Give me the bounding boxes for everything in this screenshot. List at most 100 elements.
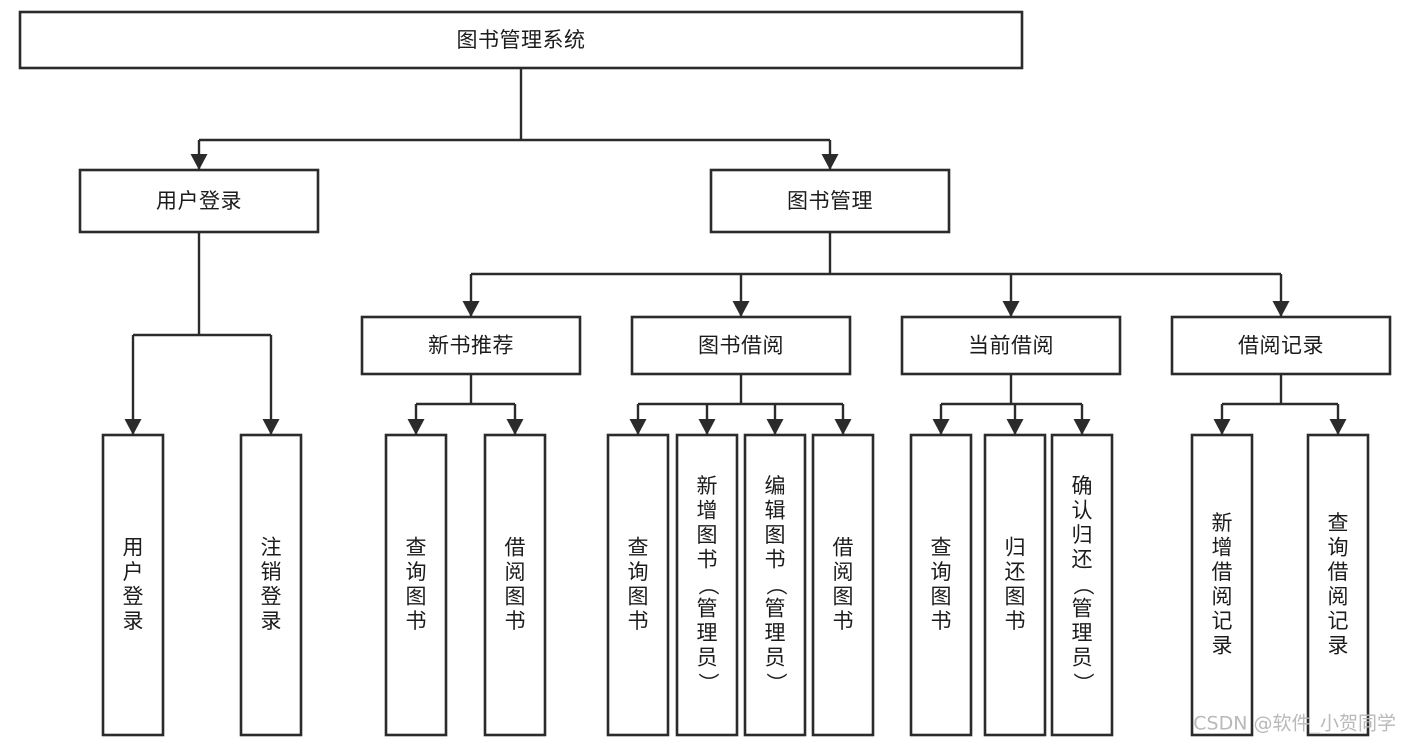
node-book-management-system[interactable]: 图书管理系统 — [18, 10, 1024, 70]
leaf-query-book-1-box[interactable] — [384, 433, 448, 737]
leaf-add-record-char: 记 — [1212, 609, 1233, 633]
leaf-query-book-3-box[interactable] — [909, 433, 973, 737]
leaf-borrow-book-2-char: 阅 — [833, 560, 854, 584]
leaf-query-book-2-char: 查 — [628, 535, 649, 559]
leaf-edit-book-char: 辑 — [765, 499, 786, 523]
leaf-confirm-return-box[interactable] — [1050, 433, 1114, 737]
leaf-borrow-book-2-box[interactable] — [811, 433, 875, 737]
leaf-add-book-char: 新 — [697, 474, 718, 498]
leaf-add-book-char: ） — [696, 673, 720, 694]
node-new-book-recommend-box[interactable] — [360, 315, 582, 376]
node-current-borrow-box[interactable] — [900, 315, 1122, 376]
node-borrow-record[interactable]: 借阅记录 — [1170, 315, 1392, 376]
node-user-login-label: 用户登录 — [156, 189, 242, 213]
leaf-borrow-book-2-char: 图 — [833, 584, 854, 608]
arrow-head-icon — [932, 419, 950, 435]
leaf-logout-char: 登 — [261, 584, 282, 608]
node-book-management-label: 图书管理 — [787, 189, 873, 213]
arrow-head-icon — [1272, 301, 1290, 317]
edge-userlogin-to-leaves — [124, 232, 280, 435]
node-book-borrow-label: 图书借阅 — [698, 334, 784, 358]
arrow-head-icon — [698, 419, 716, 435]
leaf-edit-book-box[interactable] — [743, 433, 807, 737]
leaf-confirm-return-char: 认 — [1072, 499, 1093, 523]
leaf-edit-book-char: 员 — [765, 646, 786, 670]
leaf-edit-book-char: 书 — [765, 548, 786, 572]
edge-currentborrow-to-leaves — [932, 374, 1091, 435]
node-book-management-system-box[interactable] — [18, 10, 1024, 70]
leaf-add-book-char: 书 — [697, 548, 718, 572]
leaf-user-login-box[interactable] — [101, 433, 165, 737]
arrow-head-icon — [124, 419, 142, 435]
node-borrow-record-box[interactable] — [1170, 315, 1392, 376]
node-book-borrow[interactable]: 图书借阅 — [630, 315, 852, 376]
leaf-borrow-book-1-char: 借 — [505, 535, 526, 559]
leaf-edit-book-char: （ — [764, 575, 788, 596]
leaf-add-book-char: 增 — [697, 499, 718, 523]
leaf-return-book-box[interactable] — [983, 433, 1047, 737]
arrow-head-icon — [1073, 419, 1091, 435]
leaf-edit-book-char: 编 — [765, 474, 786, 498]
leaf-return-book-char: 归 — [1005, 535, 1026, 559]
leaf-confirm-return-char: 确 — [1072, 474, 1093, 498]
arrow-head-icon — [407, 419, 425, 435]
leaf-query-book-1-char: 图 — [406, 584, 427, 608]
node-user-login[interactable]: 用户登录 — [78, 168, 320, 234]
arrow-head-icon — [190, 154, 208, 170]
leaf-add-record-char: 增 — [1212, 535, 1233, 559]
leaf-query-book-2-box[interactable] — [606, 433, 670, 737]
leaf-logout-box[interactable] — [239, 433, 303, 737]
leaf-query-record-box[interactable] — [1306, 433, 1370, 737]
arrow-head-icon — [1006, 419, 1024, 435]
leaf-edit-book-char: 理 — [765, 621, 786, 645]
arrow-head-icon — [262, 419, 280, 435]
node-book-borrow-box[interactable] — [630, 315, 852, 376]
leaf-add-book-char: 管 — [697, 597, 718, 621]
node-new-book-recommend[interactable]: 新书推荐 — [360, 315, 582, 376]
arrow-head-icon — [1213, 419, 1231, 435]
node-book-management-box[interactable] — [709, 168, 951, 234]
csdn-watermark: CSDN @软件_小贺同学 — [1193, 713, 1396, 735]
arrow-head-icon — [506, 419, 524, 435]
leaf-edit-book-char: ） — [764, 673, 788, 694]
leaf-query-book-3-char: 询 — [931, 560, 952, 584]
leaf-query-book-3-char: 书 — [931, 609, 952, 633]
leaf-logout-char: 销 — [261, 560, 282, 584]
leaf-query-record-char: 录 — [1328, 633, 1349, 657]
leaf-query-book-1-char: 询 — [406, 560, 427, 584]
leaf-confirm-return-char: 理 — [1072, 621, 1093, 645]
node-user-login-box[interactable] — [78, 168, 320, 234]
node-new-book-recommend-label: 新书推荐 — [428, 334, 514, 358]
node-current-borrow[interactable]: 当前借阅 — [900, 315, 1122, 376]
leaf-borrow-book-1-box[interactable] — [483, 433, 547, 737]
leaf-user-login-char: 户 — [123, 560, 144, 584]
leaf-confirm-return-char: 员 — [1072, 646, 1093, 670]
edge-bookborrow-to-leaves — [629, 374, 852, 435]
leaf-query-record-char: 记 — [1328, 609, 1349, 633]
edge-root-to-level2 — [190, 68, 839, 170]
edge-bookmanage-to-level3 — [462, 232, 1290, 317]
leaf-add-book-box[interactable] — [675, 433, 739, 737]
leaf-user-login-char: 用 — [123, 535, 144, 559]
arrow-head-icon — [1002, 301, 1020, 317]
leaf-return-book-char: 图 — [1005, 584, 1026, 608]
leaf-add-record-box[interactable] — [1190, 433, 1254, 737]
edge-borrowrecord-to-leaves — [1213, 374, 1347, 435]
leaf-user-login[interactable]: 用户登录 — [101, 433, 165, 737]
leaf-add-record-char: 阅 — [1212, 584, 1233, 608]
leaf-query-book-2-char: 询 — [628, 560, 649, 584]
node-book-management[interactable]: 图书管理 — [709, 168, 951, 234]
leaf-user-login-char: 登 — [123, 584, 144, 608]
